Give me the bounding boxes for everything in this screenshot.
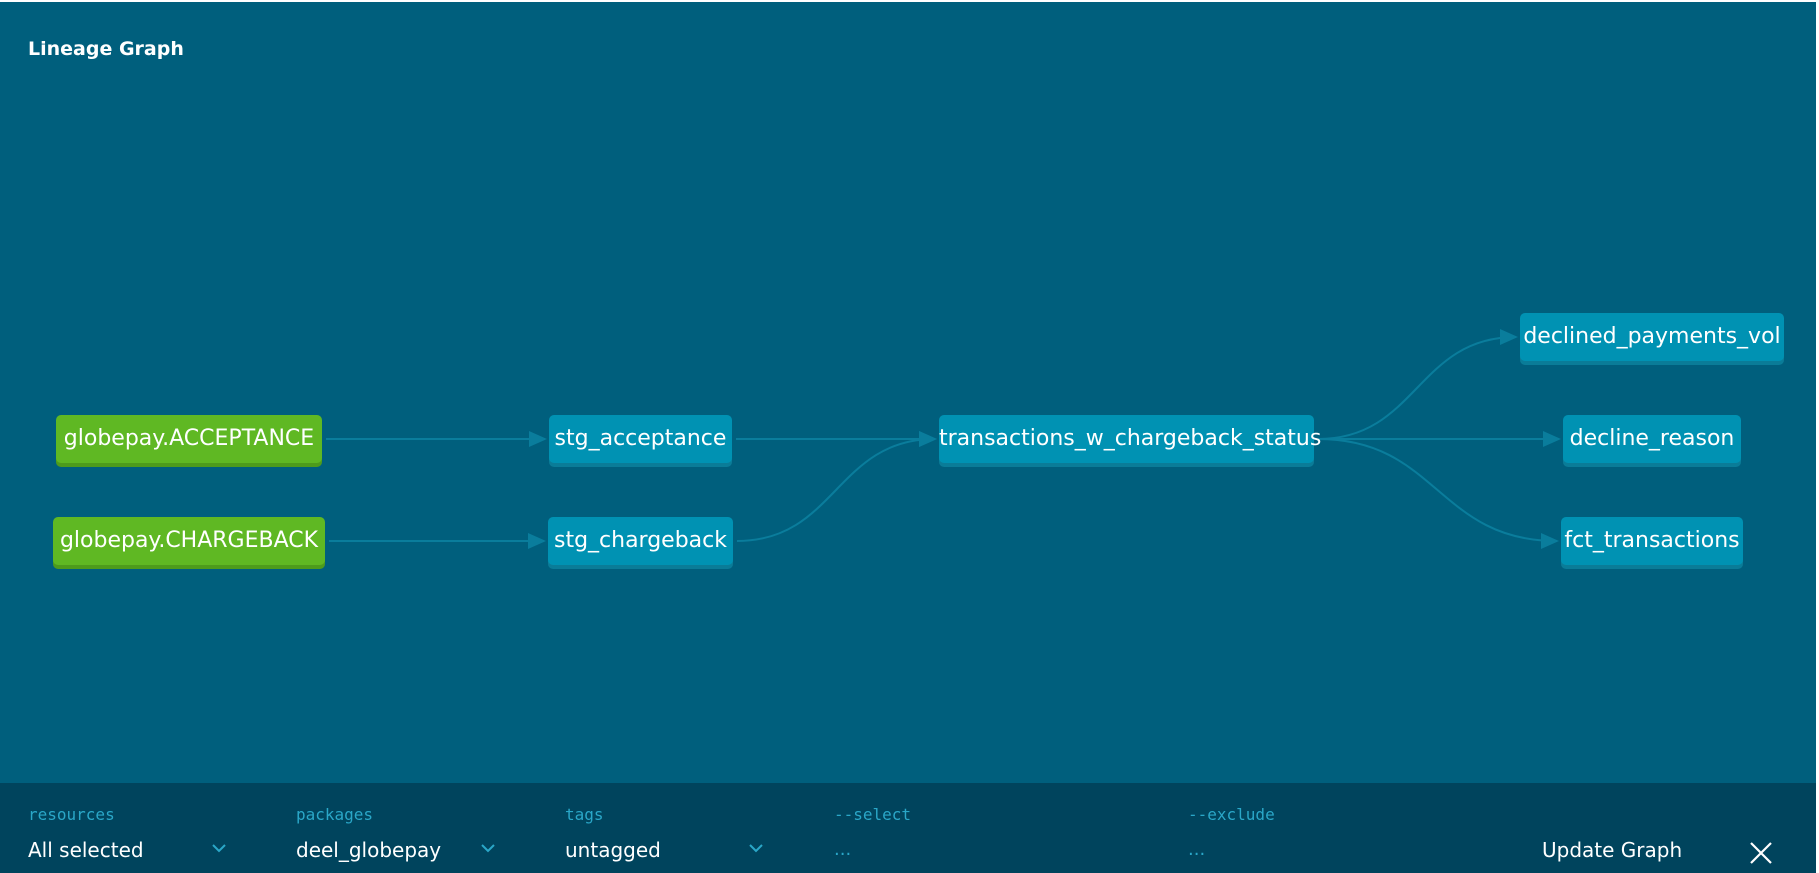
exclude-label: --exclude (1188, 805, 1275, 824)
packages-value[interactable]: deel_globepay (296, 838, 442, 862)
tags-value[interactable]: untagged (565, 838, 661, 862)
graph-node-declined-payments-vol[interactable]: declined_payments_vol (1520, 313, 1784, 361)
graph-node-transactions-w-chargeback-status[interactable]: transactions_w_chargeback_status (939, 415, 1321, 463)
resources-label: resources (28, 805, 115, 824)
graph-toolbar: resources All selected packages deel_glo… (0, 783, 1816, 873)
packages-filter[interactable]: packages deel_globepay (296, 783, 496, 873)
graph-node-globepay-acceptance[interactable]: globepay.ACCEPTANCE (56, 415, 322, 463)
resources-filter[interactable]: resources All selected (28, 783, 228, 873)
graph-edge (736, 431, 937, 542)
resources-value[interactable]: All selected (28, 838, 144, 862)
tags-label: tags (565, 805, 604, 824)
select-label: --select (834, 805, 912, 824)
graph-edge (1317, 329, 1518, 440)
lineage-graph[interactable] (0, 2, 1816, 781)
chevron-down-icon[interactable] (211, 841, 227, 855)
graph-node-stg-acceptance[interactable]: stg_acceptance (549, 415, 732, 463)
close-icon[interactable] (1748, 840, 1774, 866)
exclude-filter[interactable]: --exclude ... (1188, 783, 1488, 873)
update-graph-button[interactable]: Update Graph (1542, 838, 1683, 862)
graph-node-stg-chargeback[interactable]: stg_chargeback (548, 517, 733, 565)
page-title: Lineage Graph (28, 38, 184, 60)
graph-edge (1317, 438, 1559, 549)
graph-node-decline-reason[interactable]: decline_reason (1563, 415, 1741, 463)
exclude-input[interactable]: ... (1188, 839, 1206, 860)
select-filter[interactable]: --select ... (834, 783, 1134, 873)
packages-label: packages (296, 805, 374, 824)
tags-filter[interactable]: tags untagged (565, 783, 765, 873)
chevron-down-icon[interactable] (748, 841, 764, 855)
graph-node-globepay-chargeback[interactable]: globepay.CHARGEBACK (53, 517, 325, 565)
select-input[interactable]: ... (834, 839, 852, 860)
graph-node-fct-transactions[interactable]: fct_transactions (1561, 517, 1743, 565)
chevron-down-icon[interactable] (480, 841, 496, 855)
